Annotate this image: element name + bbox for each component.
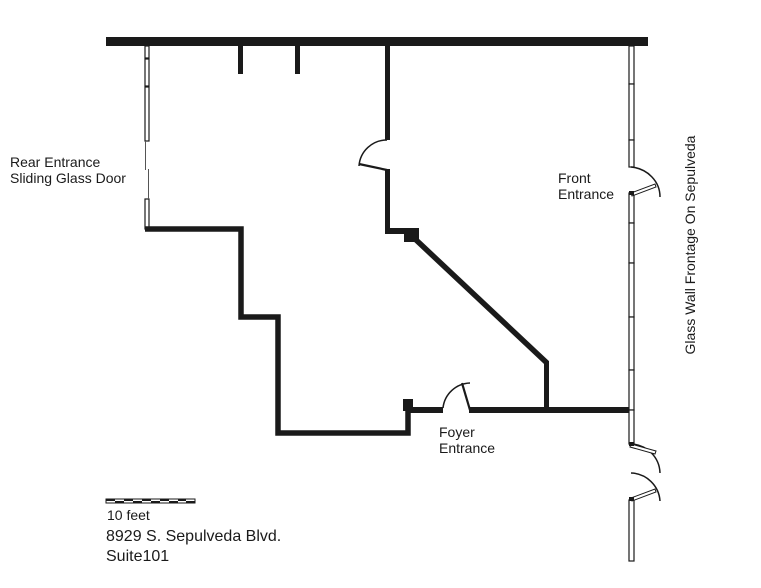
rear-entrance-line1: Rear Entrance [10, 154, 101, 170]
address-line1: 8929 S. Sepulveda Blvd. [106, 528, 282, 545]
sliding-glass-door [145, 141, 149, 199]
front-entrance-door [629, 166, 661, 198]
foyer-pillar [403, 399, 413, 411]
center-wall-foot [385, 228, 415, 234]
top-wall [106, 37, 648, 46]
stepped-wall [145, 226, 411, 436]
foyer-entrance-label: Foyer Entrance [439, 424, 495, 456]
foyer-entrance-line2: Entrance [439, 440, 496, 456]
wall-stub-2 [295, 44, 300, 74]
center-wall-upper [385, 44, 390, 140]
address-line2: Suite101 [106, 548, 170, 565]
center-wall-lower [385, 169, 390, 233]
rear-entrance-label: Rear Entrance Sliding Glass Door [10, 154, 126, 186]
foyer-door [442, 382, 472, 411]
diagonal-wall-end [544, 361, 549, 411]
rear-glass-wall [144, 45, 150, 230]
foyer-entrance-line1: Foyer [439, 424, 475, 440]
address-block: 8929 S. Sepulveda Blvd. Suite101 [106, 527, 281, 567]
scale-bar [105, 498, 196, 504]
interior-door [358, 139, 388, 172]
foyer-wall-left [408, 407, 443, 413]
foyer-wall-right [469, 407, 632, 413]
double-door [629, 442, 661, 502]
front-glass-wall [628, 45, 635, 562]
front-entrance-line1: Front [558, 170, 591, 186]
rear-entrance-line2: Sliding Glass Door [10, 170, 126, 186]
scale-label: 10 feet [107, 507, 150, 523]
front-entrance-label: Front Entrance [558, 170, 614, 202]
front-entrance-line2: Entrance [558, 186, 615, 202]
wall-stub-1 [238, 44, 243, 74]
glass-wall-label: Glass Wall Frontage On Sepulveda [682, 135, 698, 355]
diagonal-wall [412, 235, 549, 366]
